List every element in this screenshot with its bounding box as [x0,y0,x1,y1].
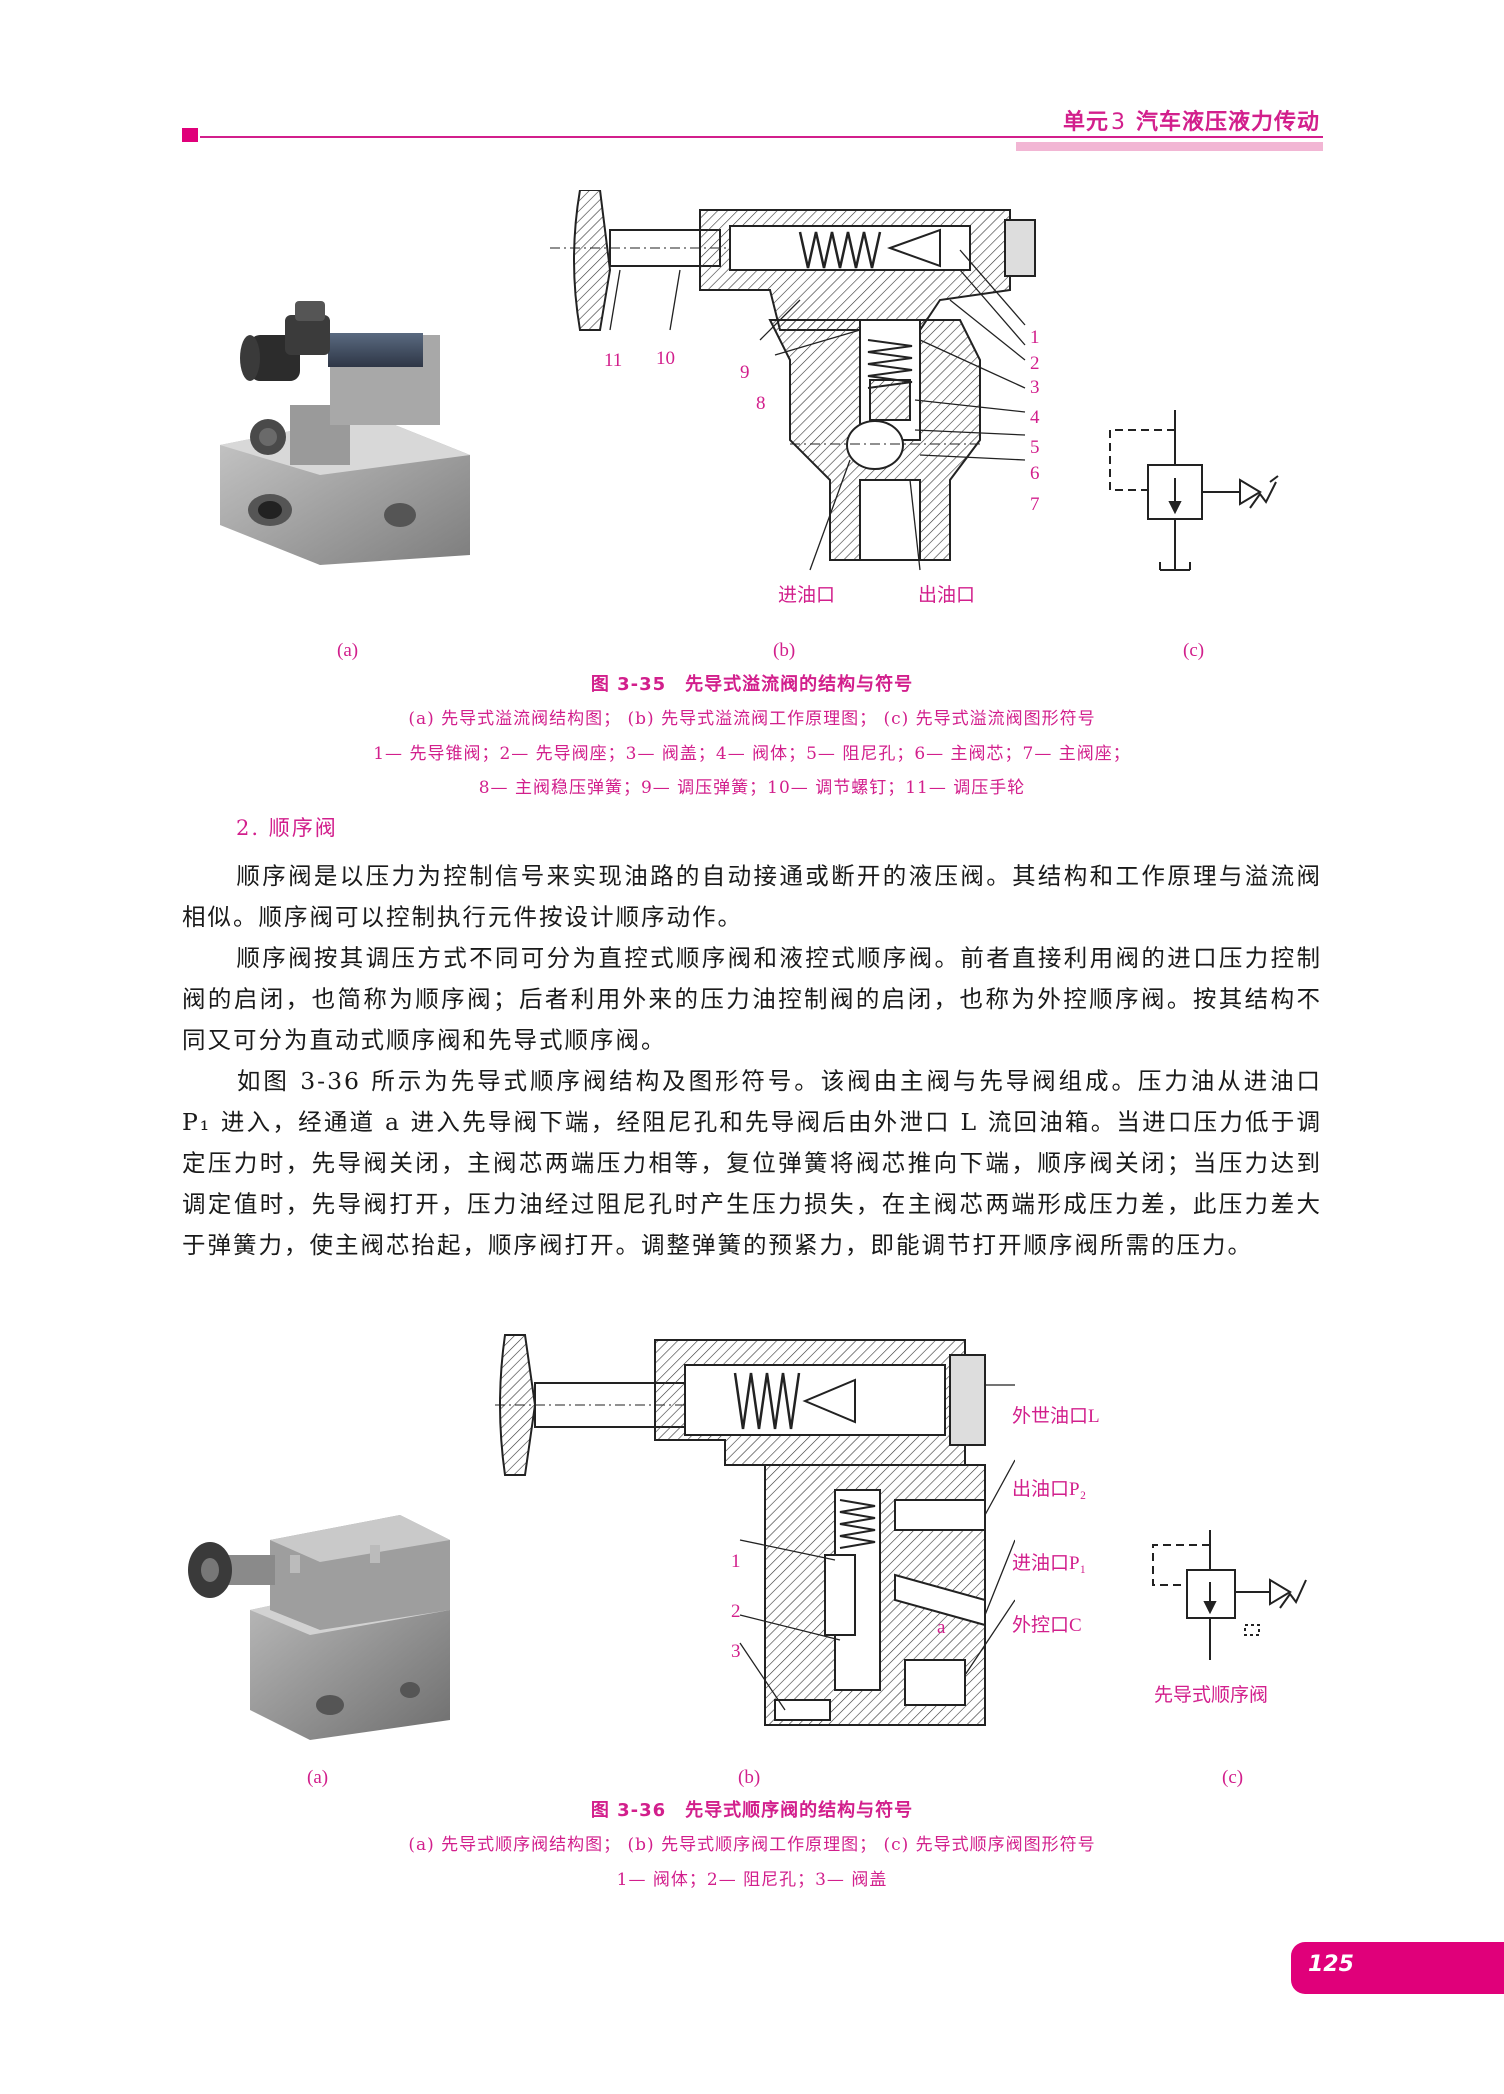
paragraph-3-text: 如图 3-36 所示为先导式顺序阀结构及图形符号。该阀由主阀与先导阀组成。压力油… [182,1067,1322,1259]
header-rule [200,136,1323,138]
fig35-caption-title: 图 3-35 先导式溢流阀的结构与符号 [590,674,914,695]
fig35-sublabel-c: (c) [1183,640,1205,661]
fig36-callout-2: 2 [731,1601,741,1622]
port-out-p2-label: 出油口P₂ [1012,1479,1087,1500]
port-in-p1-label: 进油口P₁ [1012,1553,1087,1574]
fig35-legend-line1: 1— 先导锥阀；2— 先导阀座；3— 阀盖；4— 阀体；5— 阻尼孔；6— 主阀… [373,744,1131,764]
unit-title: 汽车液压液力传动 [1135,110,1320,135]
header-marker [182,128,198,142]
symbol-caption: 先导式顺序阀 [1154,1685,1269,1706]
paragraph-2: 顺序阀按其调压方式不同可分为直控式顺序阀和液控式顺序阀。前者直接利用阀的进口压力… [182,938,1322,1061]
fig36-callout-3: 3 [731,1641,741,1662]
callout-11: 11 [604,350,623,371]
paragraph-1-text: 顺序阀是以压力为控制信号来实现油路的自动接通或断开的液压阀。其结构和工作原理与溢… [182,862,1322,931]
fig36-sublabel-c: (c) [1222,1767,1244,1788]
relief-valve-section-drawing [550,190,1036,571]
fig36-sublabel-a: (a) [307,1767,329,1788]
callout-3: 3 [1030,377,1040,398]
callout-5: 5 [1030,437,1040,458]
fig35-sublabel-b: (b) [773,640,796,661]
header-accent-bar [1016,142,1323,151]
running-header: 单元3 汽车液压液力传动 [1063,104,1320,136]
sequence-valve-section-drawing [495,1334,1015,1726]
paragraph-1: 顺序阀是以压力为控制信号来实现油路的自动接通或断开的液压阀。其结构和工作原理与溢… [182,856,1322,938]
fig36-callout-1: 1 [731,1551,741,1572]
paragraph-3: 如图 3-36 所示为先导式顺序阀结构及图形符号。该阀由主阀与先导阀组成。压力油… [182,1061,1322,1266]
paragraph-2-text: 顺序阀按其调压方式不同可分为直控式顺序阀和液控式顺序阀。前者直接利用阀的进口压力… [182,944,1322,1054]
port-drain-label: 外世油口L [1012,1406,1100,1427]
fig36-legend-line1: 1— 阀体；2— 阻尼孔；3— 阀盖 [616,1870,888,1890]
callout-10: 10 [656,348,675,369]
fig35-caption-subtitle: (a) 先导式溢流阀结构图； (b) 先导式溢流阀工作原理图； (c) 先导式溢… [408,709,1096,729]
callout-1: 1 [1030,327,1040,348]
page-number: 125 [1308,1952,1354,1977]
fig36-caption-title: 图 3-36 先导式顺序阀的结构与符号 [590,1800,914,1821]
section-heading: 2. 顺序阀 [236,816,338,840]
callout-7: 7 [1030,494,1040,515]
port-in-label: 进油口 [778,585,836,606]
fig35-sublabel-a: (a) [337,640,359,661]
relief-valve-symbol [1109,410,1279,571]
unit-number: 3 [1110,110,1126,135]
callout-6: 6 [1030,463,1040,484]
sequence-valve-symbol [1152,1530,1307,1660]
fig35-legend-line2: 8— 主阀稳压弹簧；9— 调压弹簧；10— 调节螺钉；11— 调压手轮 [478,778,1026,798]
unit-label: 单元 [1062,110,1109,135]
callout-8: 8 [756,393,766,414]
port-control-label: 外控口C [1012,1615,1082,1636]
callout-9: 9 [740,362,750,383]
fig36-caption-subtitle: (a) 先导式顺序阀结构图； (b) 先导式顺序阀工作原理图； (c) 先导式顺… [408,1835,1096,1855]
callout-2: 2 [1030,353,1040,374]
relief-valve-photo [220,301,470,565]
fig36-sublabel-b: (b) [738,1767,761,1788]
passage-a-label: a [937,1617,946,1638]
callout-4: 4 [1030,407,1040,428]
page-number-tab [1291,1942,1504,1994]
port-out-label: 出油口 [918,585,976,606]
sequence-valve-photo [188,1515,450,1740]
